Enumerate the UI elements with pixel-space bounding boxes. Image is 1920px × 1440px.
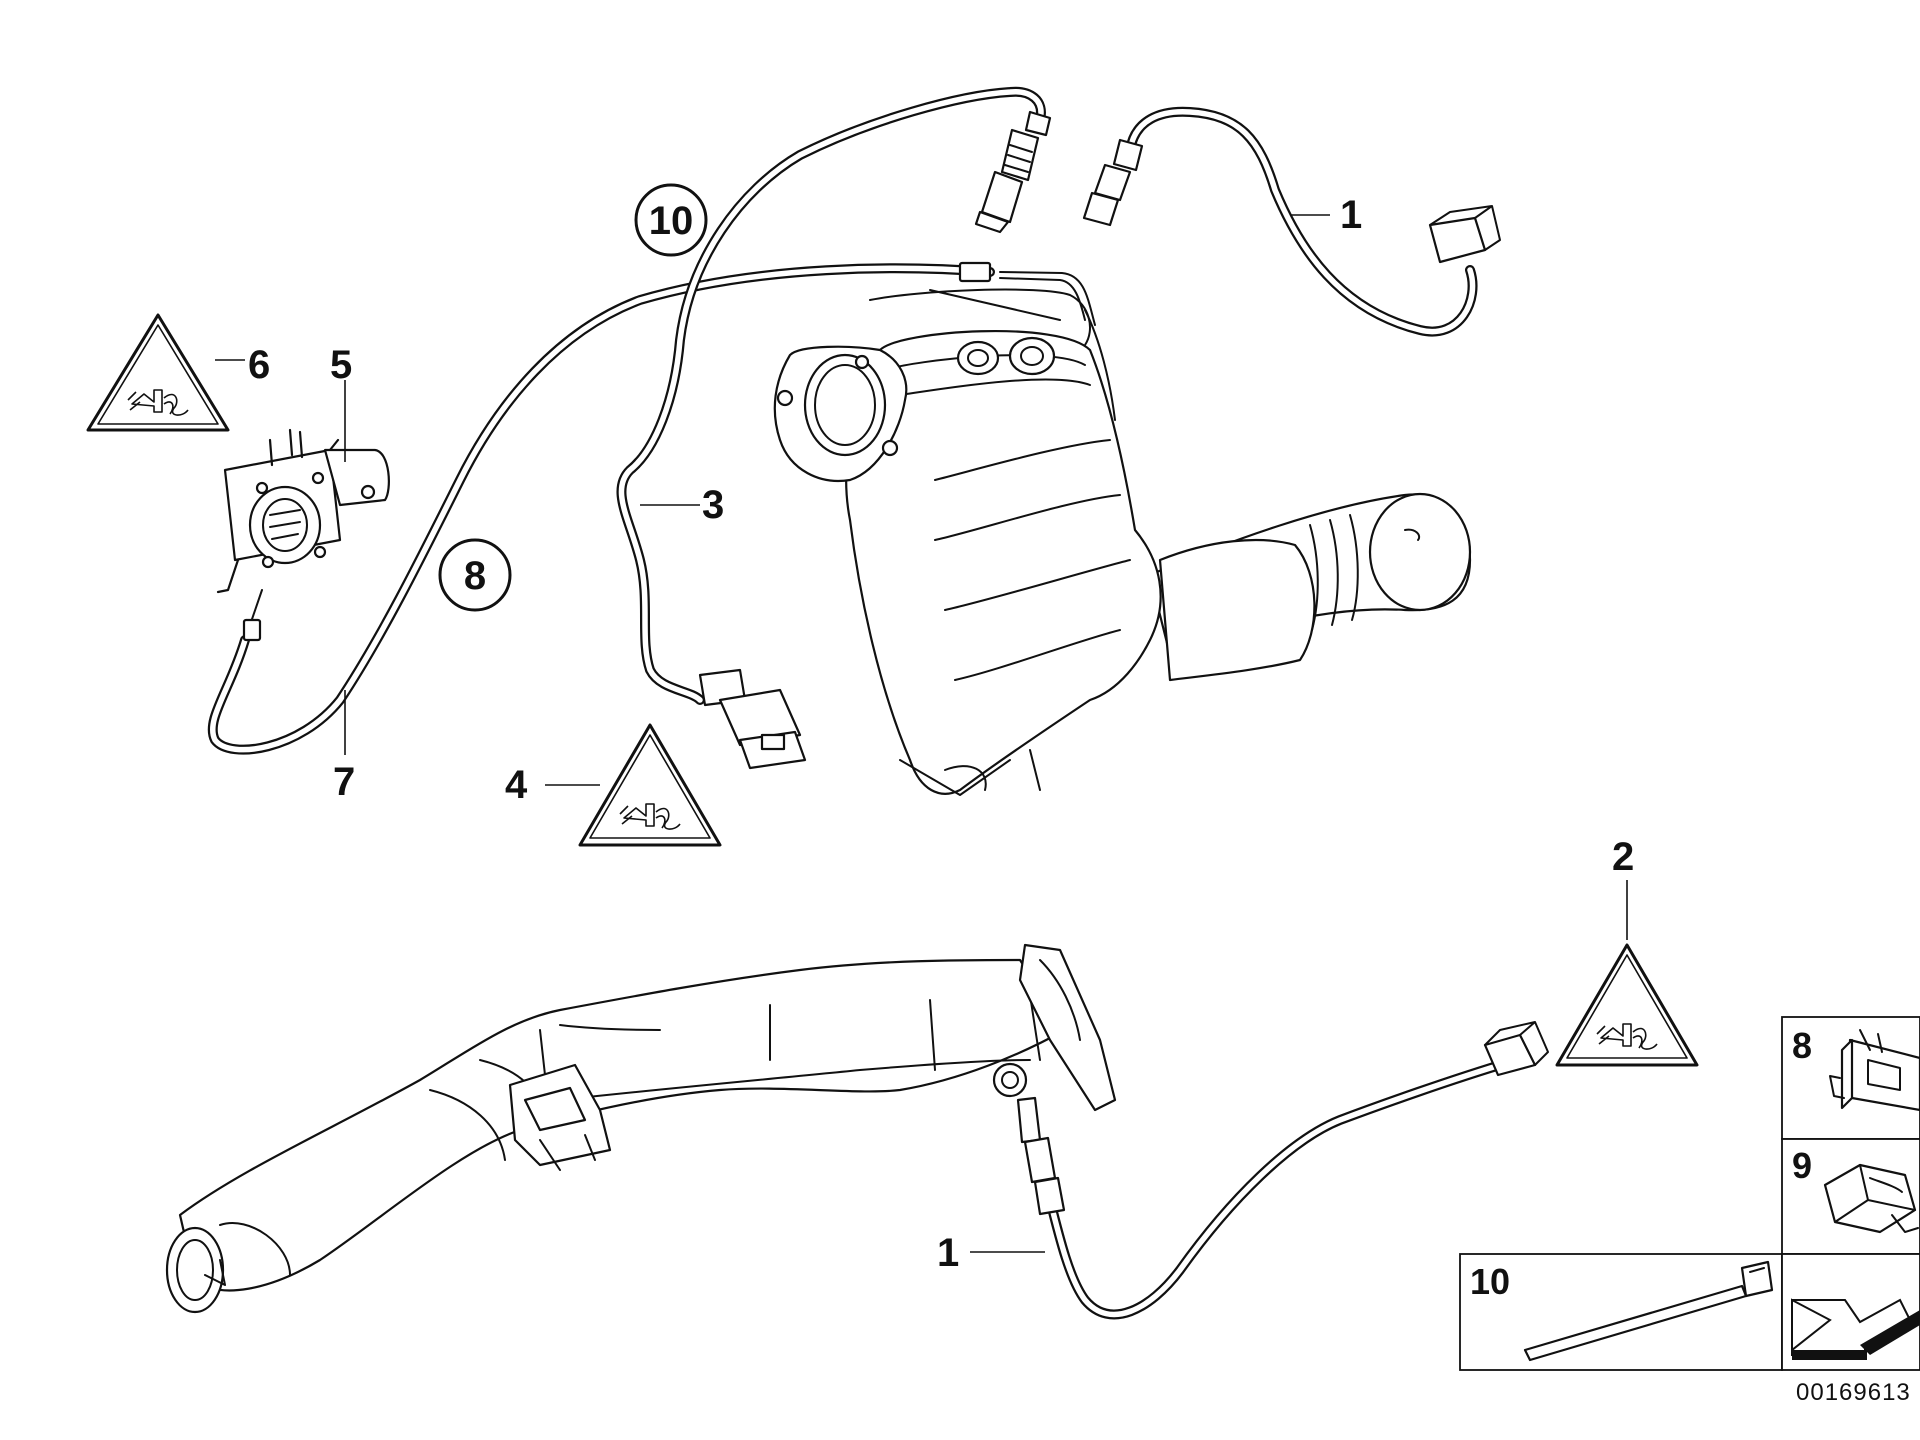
oxygen-sensor-downstream-cable-1 — [1082, 106, 1501, 337]
legend-cell-10 — [1459, 1253, 1783, 1371]
legend-label-10: 10 — [1470, 1261, 1510, 1302]
callout-8-label: 8 — [464, 554, 486, 598]
bracket-clip-icon — [1829, 1029, 1920, 1112]
callout-7: 7 — [333, 760, 355, 804]
callout-5: 5 — [330, 343, 352, 387]
callout-1-top: 1 — [1340, 193, 1362, 237]
legend-label-8: 8 — [1792, 1025, 1812, 1066]
oxygen-sensor-upstream-cable-3 — [616, 86, 1052, 770]
callout-4: 4 — [505, 763, 528, 807]
callout-10-label: 10 — [649, 199, 694, 243]
circle-callout-10: 10 — [634, 183, 708, 257]
legend-panel: 8 9 10 — [1459, 1016, 1920, 1371]
legend-label-9: 9 — [1792, 1145, 1812, 1186]
circle-callout-8: 8 — [438, 538, 512, 612]
oxygen-sensor-lower-cable-1 — [1016, 1021, 1549, 1320]
warning-triangle-4 — [578, 723, 722, 847]
callout-6: 6 — [248, 343, 270, 387]
warning-triangle-2 — [1555, 943, 1699, 1067]
callout-3: 3 — [702, 483, 724, 527]
vacuum-line — [929, 271, 1096, 326]
diagram-reference-code: 00169613 — [1796, 1379, 1911, 1406]
pressure-hose-7 — [207, 261, 995, 755]
front-exhaust-pipe — [165, 943, 1117, 1314]
callout-2: 2 — [1612, 835, 1634, 879]
cable-tie-icon — [1523, 1260, 1774, 1362]
warning-triangle-6 — [86, 313, 230, 432]
catalytic-converter — [773, 288, 1472, 796]
callout-1-bottom: 1 — [937, 1231, 959, 1275]
pressure-sensor-5 — [216, 428, 390, 642]
cable-clip-icon — [1823, 1163, 1919, 1234]
direction-arrow-icon — [1791, 1298, 1920, 1360]
